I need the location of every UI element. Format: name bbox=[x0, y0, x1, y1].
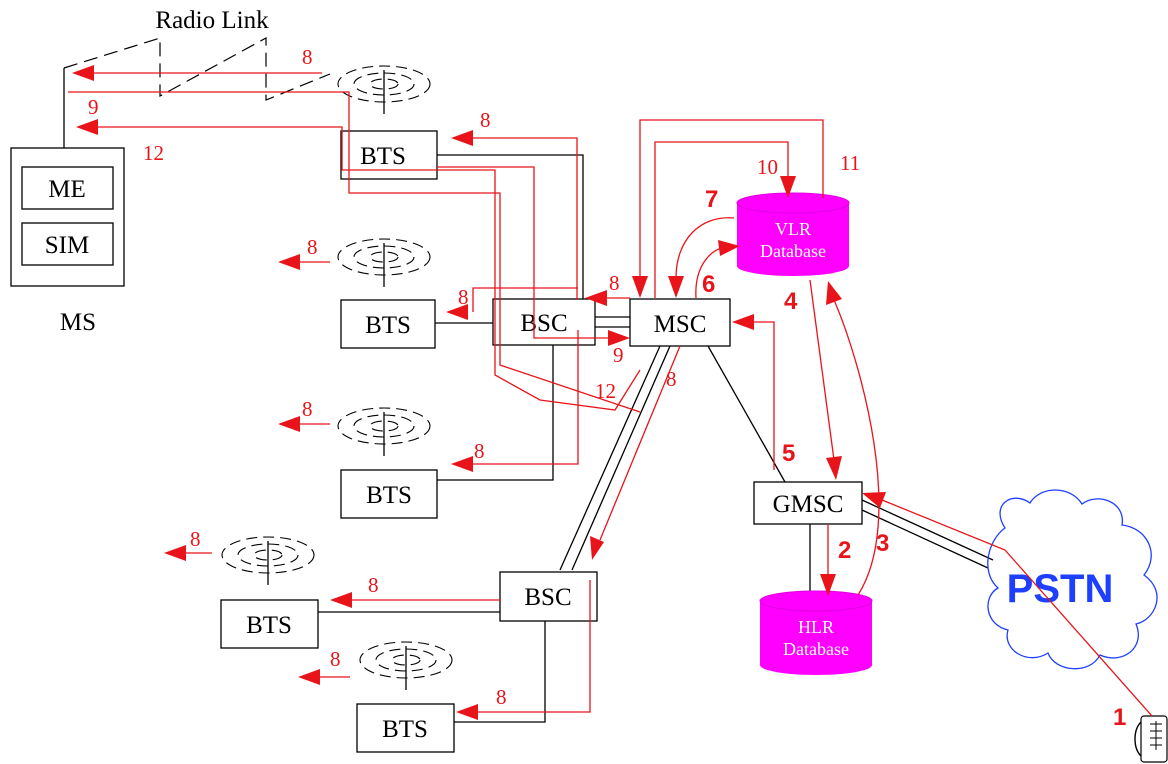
step-label: 2 bbox=[838, 537, 851, 564]
network-links bbox=[63, 68, 994, 723]
gmsc-node[interactable]: GMSC bbox=[753, 481, 863, 525]
step-labels: 8 9 12 8 8 8 8 9 12 8 8 8 8 8 8 8 10 11 … bbox=[88, 45, 1126, 731]
step-label: 7 bbox=[705, 186, 718, 213]
bts-node[interactable]: BTS bbox=[356, 703, 455, 753]
vlr-sublabel: Database bbox=[760, 241, 826, 261]
link-bts1-bsc1 bbox=[437, 154, 584, 312]
bts-node[interactable]: BTS bbox=[340, 469, 438, 519]
step-label: 8 bbox=[480, 108, 491, 132]
me-label: ME bbox=[48, 176, 86, 203]
bts-node[interactable]: BTS bbox=[340, 130, 438, 180]
step-label: 9 bbox=[613, 343, 624, 367]
radio-link-label: Radio Link bbox=[155, 7, 269, 34]
antenna-icon bbox=[221, 536, 315, 586]
signal-paths bbox=[68, 65, 1153, 720]
step-label: 8 bbox=[458, 285, 469, 309]
gmsc-label: GMSC bbox=[773, 491, 844, 518]
step-label: 9 bbox=[88, 95, 99, 119]
step-label: 8 bbox=[474, 439, 485, 463]
link-bts3-bsc1 bbox=[437, 345, 554, 481]
step-label: 8 bbox=[496, 685, 507, 709]
bsc-node[interactable]: BSC bbox=[499, 571, 598, 622]
antenna-icon bbox=[337, 238, 431, 288]
step-label: 8 bbox=[190, 527, 201, 551]
msc-label: MSC bbox=[654, 311, 707, 338]
bts-label: BTS bbox=[365, 312, 411, 339]
bts-label: BTS bbox=[360, 143, 406, 170]
bsc-label: BSC bbox=[520, 310, 567, 337]
msc-node[interactable]: MSC bbox=[629, 298, 731, 347]
antenna-icon bbox=[337, 65, 431, 115]
step-label: 8 bbox=[307, 235, 318, 259]
step-label: 6 bbox=[702, 271, 715, 298]
mobile-station[interactable]: ME SIM bbox=[10, 147, 125, 287]
pstn-label: PSTN bbox=[1007, 567, 1114, 611]
hlr-sublabel: Database bbox=[783, 639, 849, 659]
step-label: 8 bbox=[368, 573, 379, 597]
bts-label: BTS bbox=[382, 716, 428, 743]
bts-node[interactable]: BTS bbox=[340, 299, 436, 349]
vlr-label: VLR bbox=[775, 219, 811, 239]
bts-label: BTS bbox=[246, 612, 292, 639]
me-box[interactable] bbox=[21, 166, 114, 210]
telephone-icon[interactable] bbox=[1134, 715, 1168, 763]
step-label: 12 bbox=[143, 141, 164, 165]
bsc-label: BSC bbox=[524, 584, 571, 611]
step-label: 11 bbox=[840, 151, 860, 175]
hlr-label: HLR bbox=[798, 617, 834, 637]
antenna-icon bbox=[359, 641, 453, 691]
radio-link-symbol bbox=[63, 36, 331, 101]
step-label: 8 bbox=[609, 271, 620, 295]
pstn-cloud[interactable]: PSTN bbox=[987, 489, 1158, 670]
hlr-database[interactable]: HLR Database bbox=[759, 590, 873, 675]
sim-box[interactable] bbox=[21, 222, 114, 266]
link-gmsc-pstn bbox=[861, 499, 994, 561]
step-label: 12 bbox=[595, 379, 616, 403]
step-label: 5 bbox=[782, 440, 795, 467]
link-bsc2-bts5 bbox=[454, 621, 546, 723]
step-label: 3 bbox=[876, 530, 889, 557]
step-label: 8 bbox=[302, 45, 313, 69]
step-label: 8 bbox=[330, 647, 341, 671]
antenna-icon bbox=[337, 407, 431, 457]
step-label: 8 bbox=[666, 367, 677, 391]
link-msc-bsc2 bbox=[559, 345, 661, 571]
ms-label: MS bbox=[60, 309, 96, 336]
bts-label: BTS bbox=[366, 482, 412, 509]
step-label: 1 bbox=[1113, 704, 1126, 731]
bts-node[interactable]: BTS bbox=[220, 599, 319, 649]
step-label: 4 bbox=[784, 288, 798, 315]
sim-label: SIM bbox=[45, 232, 89, 259]
step-label: 8 bbox=[302, 397, 313, 421]
vlr-database[interactable]: VLR Database bbox=[736, 192, 850, 276]
step-label: 10 bbox=[757, 155, 778, 179]
link-msc-gmsc bbox=[707, 345, 786, 483]
